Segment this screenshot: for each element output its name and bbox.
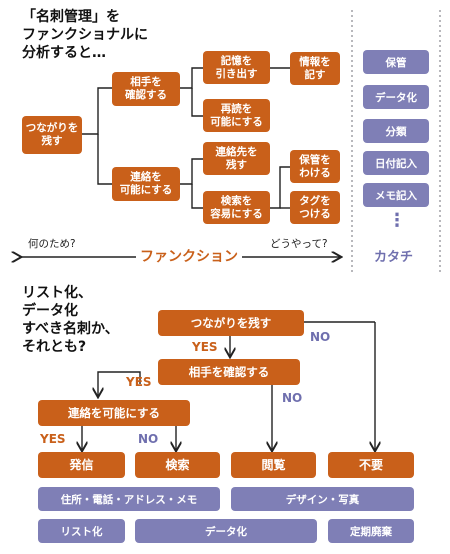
method-box: データ化 xyxy=(135,519,317,543)
method-box: 定期廃棄 xyxy=(328,519,414,543)
level3-box: 情報を 記す xyxy=(290,52,340,85)
how-label: どうやって? xyxy=(270,238,328,250)
bottom-title: リスト化、 データ化 すべき名刺か、 それとも? xyxy=(22,285,119,355)
root-box: つながりを 残す xyxy=(22,116,82,154)
form-label: カタチ xyxy=(374,250,414,265)
form-box: 分類 xyxy=(363,119,429,143)
question-box: つながりを残す xyxy=(158,310,304,336)
function-label: ファンクション xyxy=(136,246,242,266)
outcome-box: 検索 xyxy=(135,452,220,478)
yes-label: YES xyxy=(40,432,66,446)
question-box: 連絡を可能にする xyxy=(38,400,190,426)
outcome-box: 不要 xyxy=(328,452,414,478)
form-box: 保管 xyxy=(363,50,429,74)
top-title: 「名刺管理」を ファンクショナルに 分析すると… xyxy=(22,9,148,61)
level3-box: タグを つける xyxy=(290,191,340,224)
level3-box: 保管を わける xyxy=(290,150,340,183)
no-label: NO xyxy=(282,391,303,405)
ellipsis-dots: ⋮ xyxy=(388,210,406,231)
form-box: データ化 xyxy=(363,85,429,109)
outcome-box: 閲覧 xyxy=(231,452,316,478)
method-box: デザイン・写真 xyxy=(231,487,414,511)
form-box: メモ記入 xyxy=(363,183,429,207)
yes-label: YES xyxy=(192,340,218,354)
level1-box: 連絡を 可能にする xyxy=(112,167,180,201)
level2-box: 連絡先を 残す xyxy=(203,142,270,175)
level1-box: 相手を 確認する xyxy=(112,72,180,106)
why-label: 何のため? xyxy=(28,238,76,250)
method-box: リスト化 xyxy=(38,519,125,543)
yes-label: YES xyxy=(126,375,152,389)
level2-box: 記憶を 引き出す xyxy=(203,51,270,84)
level2-box: 再読を 可能にする xyxy=(203,99,270,132)
question-box: 相手を確認する xyxy=(158,359,300,385)
form-box: 日付記入 xyxy=(363,151,429,175)
level2-box: 検索を 容易にする xyxy=(203,191,270,224)
method-box: 住所・電話・アドレス・メモ xyxy=(38,487,220,511)
no-label: NO xyxy=(138,432,159,446)
no-label: NO xyxy=(310,330,331,344)
outcome-box: 発信 xyxy=(38,452,125,478)
